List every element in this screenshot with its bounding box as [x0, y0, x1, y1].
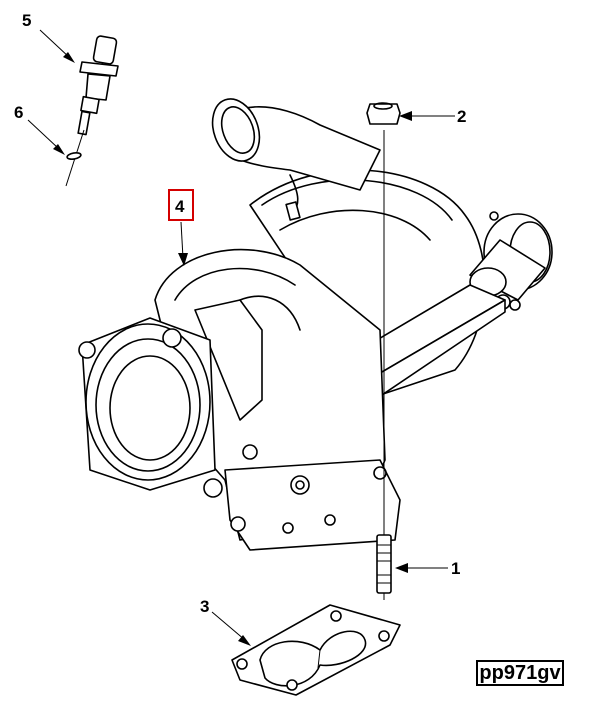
- turbine-inlet-clamp: [78, 317, 223, 498]
- callout-5: 5: [22, 11, 31, 30]
- callout-1: 1: [451, 559, 460, 578]
- mounting-stud: [376, 130, 392, 600]
- callout-4: 4: [175, 197, 185, 216]
- callout-3: 3: [200, 597, 209, 616]
- arrow-1-icon: [395, 563, 408, 573]
- callout-2: 2: [457, 107, 466, 126]
- exhaust-gasket: [231, 604, 401, 696]
- arrow-2-icon: [399, 111, 412, 121]
- turbine-housing: [154, 248, 401, 551]
- leader-lines: [27, 29, 455, 646]
- arrow-5-icon: [63, 52, 75, 63]
- arrow-3-icon: [238, 635, 251, 646]
- arrow-6-icon: [53, 144, 65, 155]
- callout-6: 6: [14, 103, 23, 122]
- hex-nut: [366, 102, 401, 125]
- callout-4-highlight-box: [168, 189, 194, 221]
- figure-reference-code: pp971gv: [476, 660, 564, 686]
- arrow-4-icon: [178, 253, 188, 266]
- o-ring: [65, 129, 85, 187]
- temperature-sensor: [77, 35, 119, 136]
